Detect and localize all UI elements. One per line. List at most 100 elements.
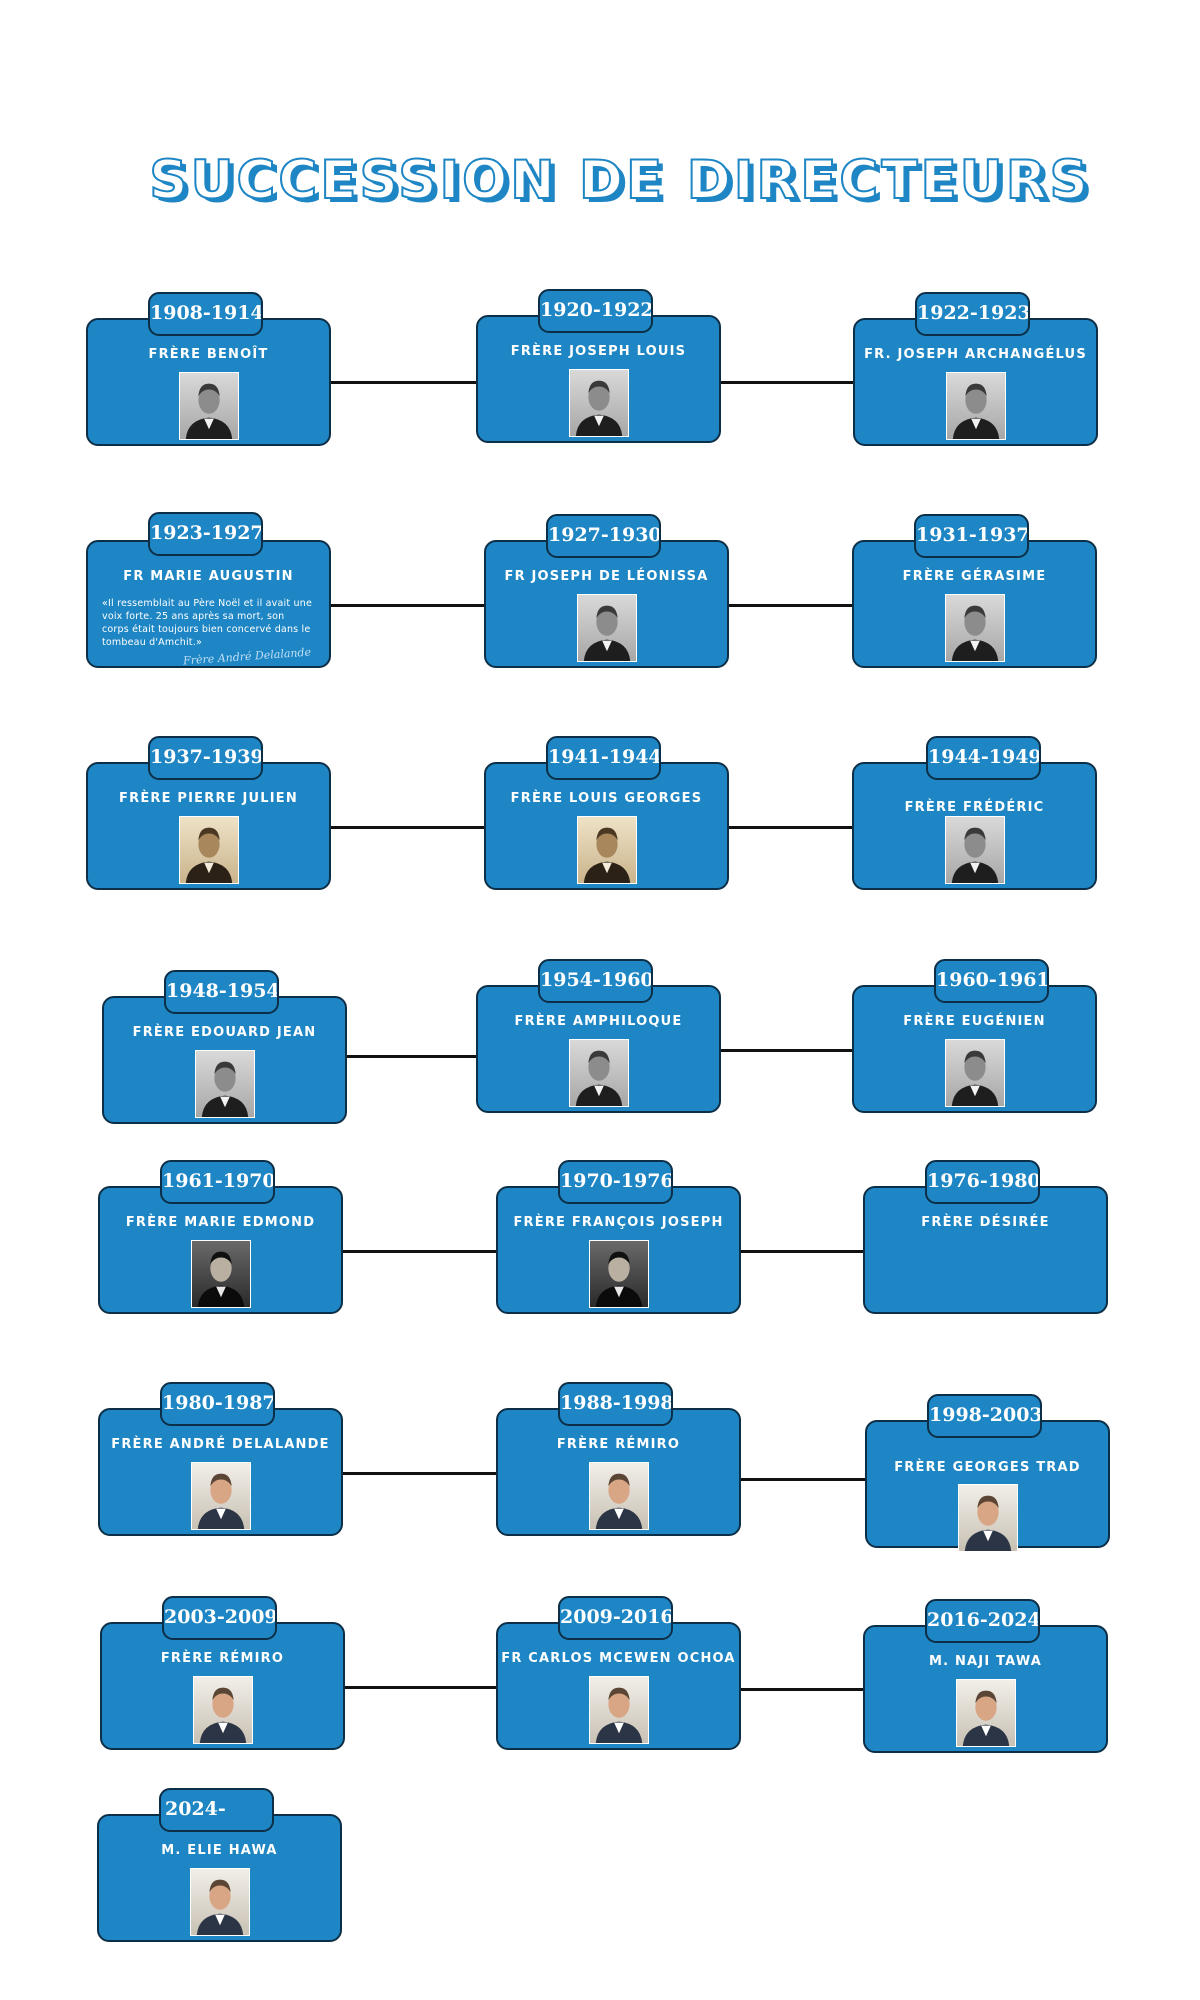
years-tab: 1976-1980 xyxy=(925,1160,1040,1204)
director-name: FRÈRE ANDRÉ DELALANDE xyxy=(111,1437,330,1452)
director-card: 2024- M. ELIE HAWA xyxy=(97,1788,342,1942)
connector-line xyxy=(721,381,853,384)
years-tab: 1944-1949 xyxy=(926,736,1041,780)
director-name: FRÈRE RÉMIRO xyxy=(556,1437,681,1452)
years-tab: 1988-1998 xyxy=(558,1382,673,1426)
director-name: FRÈRE GÉRASIME xyxy=(902,569,1047,584)
director-name: FR MARIE AUGUSTIN xyxy=(123,569,294,584)
director-portrait xyxy=(568,369,629,437)
years-tab: 1954-1960 xyxy=(538,959,653,1003)
connector-line xyxy=(721,1049,852,1052)
director-card: 2016-2024 M. NAJI TAWA xyxy=(863,1599,1108,1753)
director-portrait xyxy=(576,594,637,662)
director-name: FRÈRE MARIE EDMOND xyxy=(125,1215,316,1230)
director-card: 1927-1930 FR JOSEPH DE LÉONISSA xyxy=(484,514,729,668)
director-portrait xyxy=(955,1679,1016,1747)
years-tab: 2016-2024 xyxy=(925,1599,1040,1643)
years-tab: 1908-1914 xyxy=(148,292,263,336)
director-name: M. NAJI TAWA xyxy=(928,1654,1043,1669)
director-name: FRÈRE GEORGES TRAD xyxy=(894,1460,1081,1475)
director-name: FR CARLOS MCEWEN OCHOA xyxy=(501,1651,736,1666)
director-portrait xyxy=(190,1240,251,1308)
years-tab: 2024- xyxy=(159,1788,274,1832)
director-name: FRÈRE JOSEPH LOUIS xyxy=(510,344,687,359)
years-tab: 1960-1961 xyxy=(934,959,1049,1003)
director-portrait xyxy=(178,372,239,440)
connector-line xyxy=(343,1250,496,1253)
years-tab: 2009-2016 xyxy=(558,1596,673,1640)
years-tab: 2003-2009 xyxy=(162,1596,277,1640)
connector-line xyxy=(331,826,484,829)
connector-line xyxy=(343,1472,496,1475)
years-tab: 1931-1937 xyxy=(914,514,1029,558)
connector-line xyxy=(347,1055,476,1058)
page-title: SUCCESSION DE DIRECTEURS xyxy=(148,149,1091,212)
director-portrait xyxy=(944,1039,1005,1107)
director-portrait xyxy=(957,1484,1018,1552)
years-tab: 1923-1927 xyxy=(148,512,263,556)
years-tab: 1927-1930 xyxy=(546,514,661,558)
director-portrait xyxy=(945,372,1006,440)
director-name: FRÈRE PIERRE JULIEN xyxy=(119,791,298,806)
director-quote: «Il ressemblait au Père Noël et il avait… xyxy=(102,598,312,648)
director-portrait xyxy=(568,1039,629,1107)
director-name: FRÈRE RÉMIRO xyxy=(160,1651,285,1666)
years-tab: 1948-1954 xyxy=(164,970,279,1014)
director-name: FRÈRE BENOÎT xyxy=(148,347,269,362)
director-name: M. ELIE HAWA xyxy=(161,1843,278,1858)
years-tab: 1922-1923 xyxy=(915,292,1030,336)
director-name: FRÈRE AMPHILOQUE xyxy=(514,1014,683,1029)
director-portrait xyxy=(194,1050,255,1118)
director-portrait xyxy=(189,1868,250,1936)
director-name: FR JOSEPH DE LÉONISSA xyxy=(504,569,709,584)
director-name: FR. JOSEPH ARCHANGÉLUS xyxy=(864,347,1087,362)
director-name: FRÈRE FRÉDÉRIC xyxy=(904,800,1045,815)
director-name: FRÈRE DÉSIRÉE xyxy=(921,1215,1050,1230)
director-card: 2009-2016 FR CARLOS MCEWEN OCHOA xyxy=(496,1596,741,1750)
connector-line xyxy=(345,1686,496,1689)
director-name: FRÈRE LOUIS GEORGES xyxy=(510,791,703,806)
director-portrait xyxy=(588,1462,649,1530)
years-tab: 1961-1970 xyxy=(160,1160,275,1204)
years-tab: 1980-1987 xyxy=(160,1382,275,1426)
connector-line xyxy=(729,604,852,607)
director-portrait xyxy=(944,816,1005,884)
connector-line xyxy=(331,604,484,607)
director-portrait xyxy=(190,1462,251,1530)
connector-line xyxy=(729,826,852,829)
years-tab: 1998-2003 xyxy=(927,1394,1042,1438)
director-name: FRÈRE EUGÉNIEN xyxy=(903,1014,1046,1029)
director-name: FRÈRE FRANÇOIS JOSEPH xyxy=(513,1215,724,1230)
connector-line xyxy=(741,1250,863,1253)
director-portrait xyxy=(944,594,1005,662)
years-tab: 1937-1939 xyxy=(148,736,263,780)
director-portrait xyxy=(588,1676,649,1744)
years-tab: 1941-1944 xyxy=(546,736,661,780)
director-name: FRÈRE EDOUARD JEAN xyxy=(132,1025,317,1040)
connector-line xyxy=(741,1688,863,1691)
connector-line xyxy=(741,1478,865,1481)
director-portrait xyxy=(576,816,637,884)
connector-line xyxy=(331,381,476,384)
years-tab: 1920-1922 xyxy=(538,289,653,333)
director-portrait xyxy=(588,1240,649,1308)
years-tab: 1970-1976 xyxy=(558,1160,673,1204)
director-portrait xyxy=(192,1676,253,1744)
